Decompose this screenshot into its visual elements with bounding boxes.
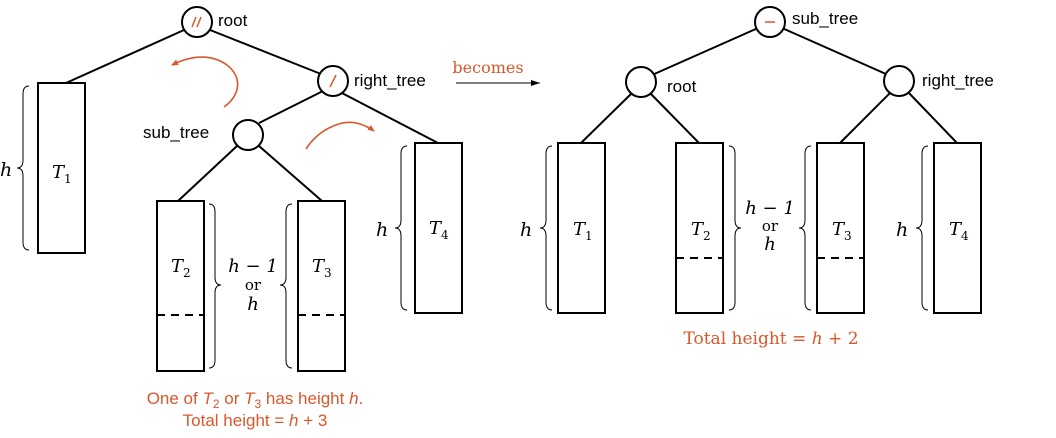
subtree-t1-box (557, 142, 606, 314)
root-label: root (218, 11, 248, 30)
height-label-t1: h (0, 159, 12, 181)
h-label-right-mid: h (764, 234, 776, 255)
right-caption: Total height = h + 2 (683, 329, 858, 349)
brace-t2 (208, 203, 222, 369)
t4-label: T4 (949, 219, 969, 243)
t3-label: T3 (312, 256, 332, 280)
height-label-t4: h (896, 219, 908, 241)
balance-double-slash-icon (191, 16, 202, 28)
t2-label: T2 (171, 256, 191, 280)
transition: becomes (452, 58, 540, 86)
left-caption-line2: Total height = h + 3 (183, 411, 328, 430)
brace-t3 (798, 145, 812, 311)
brace-t2 (728, 145, 742, 311)
edge-right-sub (258, 90, 324, 124)
sub-tree-node (232, 119, 264, 151)
or-label-left: or (245, 276, 262, 294)
t4-label: T4 (429, 218, 449, 242)
subtree-t3-box (816, 142, 865, 314)
rotation-arrow-icon (305, 121, 375, 150)
subtree-t4-box (414, 142, 463, 314)
brace-t1 (16, 85, 30, 251)
right-tree-label: right_tree (354, 71, 426, 90)
balance-slash-icon (329, 74, 337, 88)
subtree-t2-box (156, 200, 205, 372)
root-label: root (667, 77, 697, 96)
root-node (625, 66, 657, 98)
right-tree: sub_tree root right_tree T1 T2 T3 T4 h h… (520, 6, 994, 349)
brace-t4 (394, 145, 408, 311)
edge-right-t4 (339, 91, 439, 144)
left-tree: root right_tree sub_tree T1 T2 T3 T4 h h… (0, 6, 463, 430)
height-label-t4: h (376, 219, 388, 241)
edge-sub-root (651, 27, 759, 76)
edge-right-t4 (907, 91, 958, 144)
edge-root-t1 (65, 29, 185, 84)
right-tree-node (883, 65, 915, 97)
height-label-t2-t3: h − 1 (745, 198, 795, 219)
edge-sub-t3 (258, 145, 323, 202)
or-label-right: or (762, 217, 779, 235)
rotation-arrow-icon (171, 56, 239, 108)
sub-tree-label: sub_tree (792, 9, 858, 28)
edge-root-t1 (580, 92, 633, 144)
subtree-t1-box (37, 82, 86, 254)
edge-sub-t2 (177, 145, 238, 202)
subtree-t2-box (675, 142, 724, 314)
height-label-t2-t3: h − 1 (228, 256, 278, 277)
t2-label: T2 (691, 219, 711, 243)
edge-root-t2 (649, 92, 700, 144)
edge-right-t3 (839, 91, 892, 144)
h-label-left-mid: h (247, 294, 259, 315)
brace-t1 (539, 145, 553, 311)
edge-root-right (209, 29, 322, 75)
subtree-t4-box (933, 142, 982, 314)
t1-label: T1 (52, 162, 72, 186)
t3-label: T3 (832, 219, 852, 243)
brace-t4 (915, 145, 929, 311)
sub-tree-label: sub_tree (143, 123, 209, 142)
edge-sub-right (781, 27, 887, 75)
brace-t3 (279, 203, 293, 369)
height-label-t1: h (520, 219, 532, 241)
left-caption-line1: One of T2 or T3 has height h. (147, 389, 364, 411)
t1-label: T1 (573, 219, 593, 243)
root-node (181, 6, 213, 38)
subtree-t3-box (297, 200, 346, 372)
right-tree-label: right_tree (922, 71, 994, 90)
becomes-label: becomes (452, 58, 523, 77)
